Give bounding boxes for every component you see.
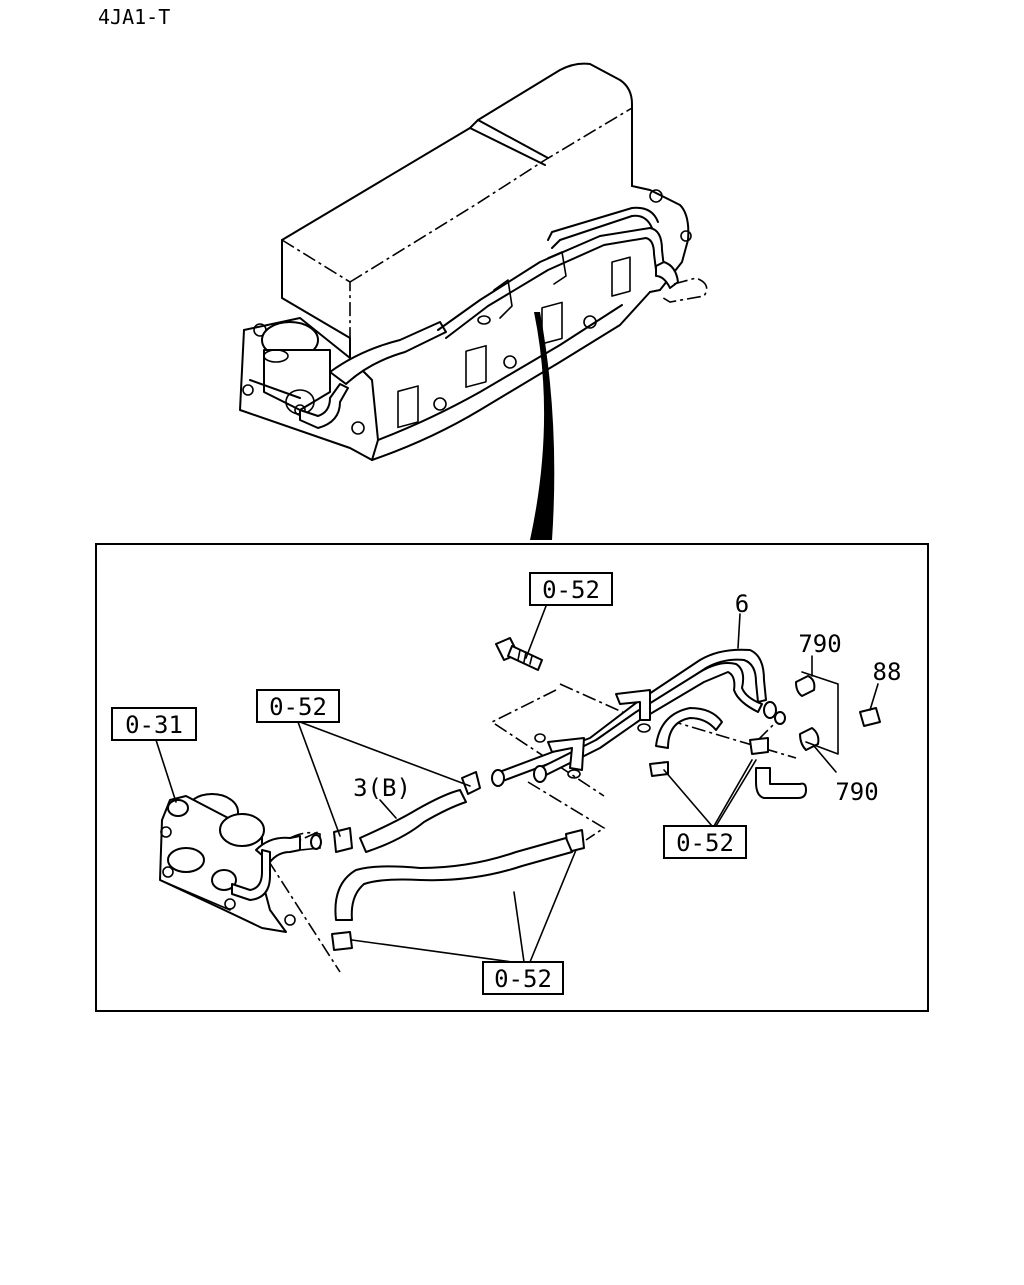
lower-hose (334, 837, 573, 921)
detail-frame (95, 543, 929, 1012)
cap-bracket (801, 671, 839, 755)
model-code: 4JA1-T (98, 5, 170, 29)
ref-box-top (529, 572, 613, 606)
part-number-88: 88 (873, 658, 902, 686)
part-number-3b: 3(B) (353, 774, 411, 802)
ref-label-right: 0-52 (676, 829, 734, 857)
detail-pointer (530, 312, 555, 540)
ref-label-egr: 0-31 (125, 711, 183, 739)
ref-box-bottom (482, 961, 564, 995)
leader-lines (155, 605, 879, 963)
ref-label-top: 0-52 (542, 576, 600, 604)
hose-3b (359, 789, 467, 853)
part-number-6: 6 (735, 590, 749, 618)
coolant-pipe (491, 648, 767, 787)
egr-valve (159, 793, 322, 933)
part-number-790-top: 790 (798, 630, 841, 658)
engine-head-overview (239, 62, 708, 461)
ref-box-egr (111, 707, 197, 741)
ref-label-left: 0-52 (269, 693, 327, 721)
part-number-790-bottom: 790 (835, 778, 878, 806)
ref-box-right (663, 825, 747, 859)
end-cap-790-top (795, 675, 816, 697)
right-hose (655, 701, 807, 799)
bolt (495, 637, 543, 671)
ref-label-bottom: 0-52 (494, 965, 552, 993)
ref-box-left (256, 689, 340, 723)
